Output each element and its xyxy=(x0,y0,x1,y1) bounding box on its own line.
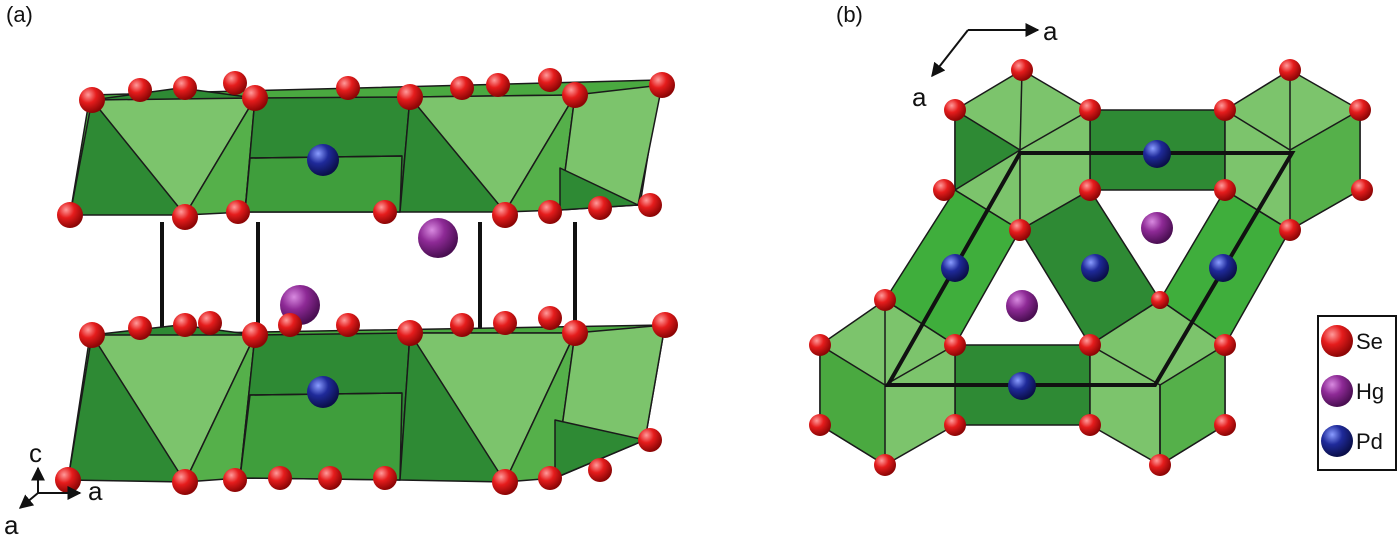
pd-atom xyxy=(1008,372,1036,400)
panel-a-label: (a) xyxy=(6,2,33,27)
pd-atom xyxy=(1209,254,1237,282)
panel-a-top-atoms xyxy=(57,68,675,230)
panel-a: (a) xyxy=(4,2,678,539)
panel-b-label: (b) xyxy=(836,2,863,27)
pd-atom xyxy=(307,376,339,408)
legend-pd-label: Pd xyxy=(1356,429,1383,454)
legend-pd-swatch xyxy=(1321,425,1353,457)
legend-hg-swatch xyxy=(1321,375,1353,407)
legend-hg-label: Hg xyxy=(1356,379,1384,404)
hg-atom xyxy=(418,218,458,258)
axis-label-a-diagonal: a xyxy=(912,82,927,112)
legend-se-label: Se xyxy=(1356,329,1383,354)
panel-a-axis-triad xyxy=(18,466,82,509)
panel-a-bottom-layer xyxy=(67,324,666,483)
axis-label-c: c xyxy=(29,438,42,468)
pd-atom xyxy=(941,254,969,282)
legend-se-swatch xyxy=(1321,325,1353,357)
panel-b-unit-cell xyxy=(884,151,1296,387)
panel-a-bottom-atoms xyxy=(55,306,678,495)
legend: Se Hg Pd xyxy=(1317,315,1397,471)
pd-atom xyxy=(307,144,339,176)
pd-atom xyxy=(1143,140,1171,168)
axis-label-a: a xyxy=(1043,16,1058,46)
panel-b: (b) a a xyxy=(809,2,1397,476)
axis-label-a: a xyxy=(88,476,103,506)
hg-atom xyxy=(1006,290,1038,322)
pd-atom xyxy=(1081,254,1109,282)
panel-b-polyhedra xyxy=(819,69,1361,466)
hg-atom xyxy=(1141,212,1173,244)
panel-b-axis-triad xyxy=(931,23,1040,78)
axis-label-a-diagonal: a xyxy=(4,510,19,539)
panel-b-atoms xyxy=(809,59,1373,476)
panel-a-unit-cell xyxy=(160,222,577,328)
